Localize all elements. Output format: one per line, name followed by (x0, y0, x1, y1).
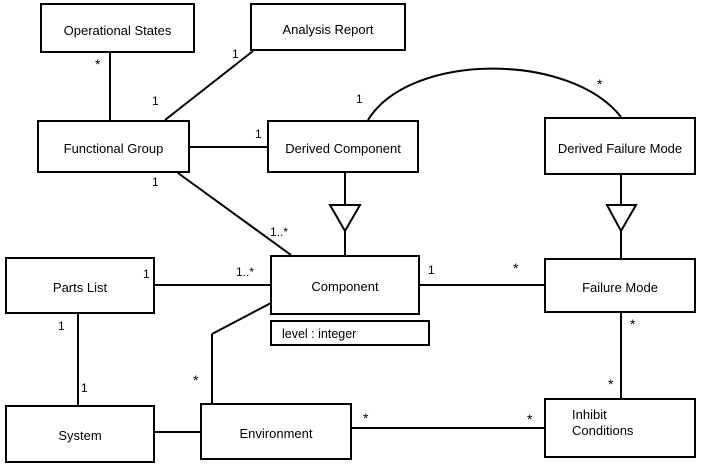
edge-component-environment-diagonal (211, 302, 272, 335)
class-name-environment: Environment (239, 426, 313, 441)
class-box-derived-failure-mode[interactable]: Derived Failure Mode (544, 117, 696, 175)
multiplicity-inhibit-conditions-environment: * (527, 411, 533, 427)
multiplicity-environment-inhibit-conditions: * (363, 410, 369, 426)
multiplicity-functional-group-component: 1 (152, 175, 159, 189)
class-box-environment[interactable]: Environment (200, 403, 352, 460)
multiplicity-component-functional-group: 1..* (270, 225, 289, 239)
class-box-inhibit-conditions[interactable]: Inhibit Conditions (544, 398, 696, 458)
multiplicity-operational-states-functional-group: * (95, 56, 101, 72)
multiplicity-functional-group-analysis-report: 1 (152, 94, 159, 108)
multiplicity-failure-mode-inhibit-conditions: * (630, 316, 636, 332)
multiplicity-component-failure-mode: 1 (428, 263, 435, 277)
class-box-parts-list[interactable]: Parts List (5, 257, 155, 314)
class-box-functional-group[interactable]: Functional Group (37, 120, 190, 173)
edge-functional-group-component (177, 172, 292, 256)
class-name-parts-list: Parts List (52, 280, 108, 295)
multiplicity-failure-mode-component: * (513, 260, 519, 276)
class-box-analysis-report[interactable]: Analysis Report (250, 3, 406, 51)
class-name-operational-states: Operational States (63, 23, 172, 38)
edge-derived-component-derived-failure-mode-arc (367, 67, 622, 121)
class-box-component[interactable]: Component (270, 255, 420, 315)
class-box-operational-states[interactable]: Operational States (40, 3, 195, 53)
class-name-inhibit-conditions-line2: Conditions (572, 423, 634, 438)
class-name-system: System (58, 428, 102, 443)
multiplicity-environment-component: * (193, 372, 199, 388)
class-name-derived-failure-mode: Derived Failure Mode (557, 141, 683, 156)
multiplicity-parts-list-system: 1 (58, 319, 65, 333)
class-box-derived-component[interactable]: Derived Component (267, 120, 419, 173)
edge-analysis-report-functional-group (164, 50, 254, 121)
attribute-compartment-component[interactable]: level : integer (270, 320, 430, 346)
class-name-inhibit-conditions-line1: Inhibit (572, 407, 607, 422)
multiplicity-parts-list-component: 1 (143, 267, 150, 281)
attribute-level-integer: level : integer (282, 327, 357, 341)
multiplicity-derived-component-arc: 1 (356, 92, 363, 106)
multiplicity-derived-failure-mode-arc: * (597, 76, 603, 92)
class-name-failure-mode: Failure Mode (582, 280, 658, 295)
generalization-triangle-component (328, 204, 362, 234)
class-box-failure-mode[interactable]: Failure Mode (544, 258, 696, 313)
class-name-component: Component (311, 279, 379, 294)
multiplicity-analysis-report-functional-group: 1 (232, 47, 239, 61)
generalization-triangle-failure-mode (605, 204, 638, 234)
class-name-analysis-report: Analysis Report (282, 22, 374, 37)
multiplicity-component-parts-list: 1..* (236, 265, 255, 279)
multiplicity-system-parts-list: 1 (81, 381, 88, 395)
class-name-derived-component: Derived Component (285, 141, 401, 156)
multiplicity-functional-group-derived-component: 1 (255, 127, 262, 141)
class-box-system[interactable]: System (5, 405, 155, 463)
class-name-functional-group: Functional Group (63, 141, 164, 156)
multiplicity-inhibit-conditions-failure-mode: * (608, 376, 614, 392)
